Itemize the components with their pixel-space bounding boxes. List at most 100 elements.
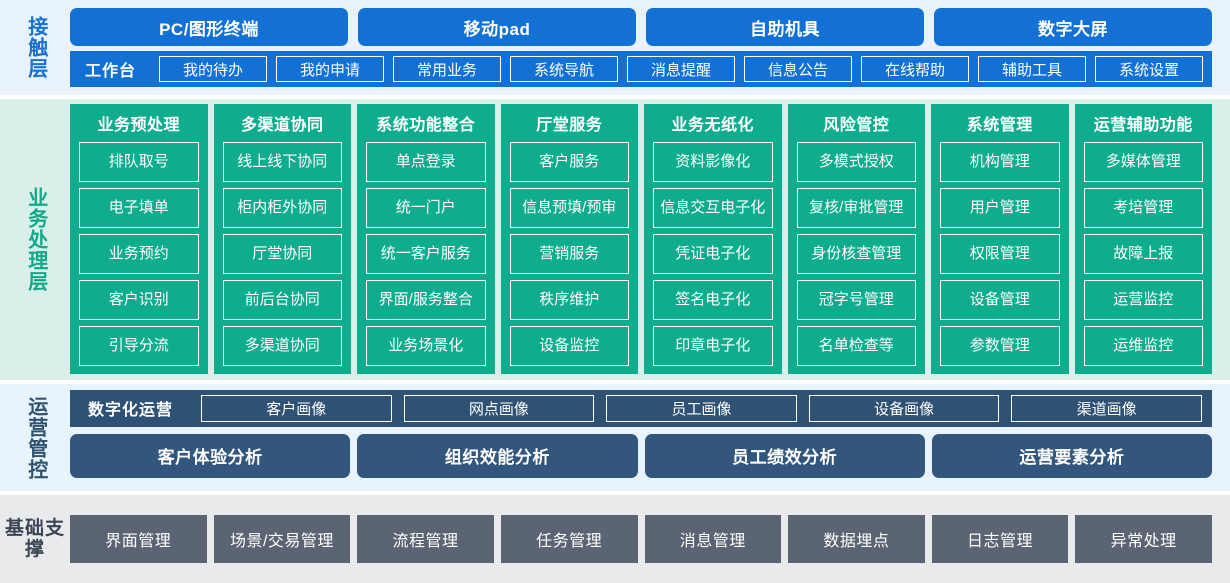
business-column-title: 系统管理 — [966, 116, 1033, 134]
foundation-item-data-tracking[interactable]: 数据埋点 — [788, 515, 925, 564]
business-item-operation-monitoring[interactable]: 运营监控 — [1083, 279, 1203, 320]
business-column-title: 运营辅助功能 — [1093, 116, 1193, 134]
business-column-title: 厅堂服务 — [536, 116, 603, 134]
analysis-row: 客户体验分析 组织效能分析 员工绩效分析 运营要素分析 — [70, 433, 1212, 478]
business-item-multimode-authorization[interactable]: 多模式授权 — [796, 141, 916, 182]
contact-layer-label: 接触层 — [0, 0, 70, 95]
foundation-item-log-management[interactable]: 日志管理 — [931, 515, 1069, 564]
business-column-multichannel: 多渠道协同 线上线下协同 柜内柜外协同 厅堂协同 前后台协同 多渠道协同 — [213, 103, 351, 374]
workbench-item-utilities[interactable]: 辅助工具 — [978, 56, 1087, 83]
business-item-lobby-collab[interactable]: 厅堂协同 — [222, 233, 342, 274]
business-column-lobby-service: 厅堂服务 客户服务 信息预填/预审 营销服务 秩序维护 设备监控 — [500, 103, 638, 374]
foundation-layer-body: 界面管理 场景/交易管理 流程管理 任务管理 消息管理 数据埋点 日志管理 异常… — [70, 495, 1230, 583]
business-column-operation-support: 运营辅助功能 多媒体管理 考培管理 故障上报 运营监控 运维监控 — [1074, 103, 1212, 374]
workbench-item-common-business[interactable]: 常用业务 — [393, 56, 502, 83]
business-column-system-management: 系统管理 机构管理 用户管理 权限管理 设备管理 参数管理 — [931, 103, 1069, 374]
business-item-order-maintenance[interactable]: 秩序维护 — [509, 279, 629, 320]
business-item-serial-number-mgmt[interactable]: 冠字号管理 — [796, 279, 916, 320]
operations-layer-body: 数字化运营 客户画像 网点画像 员工画像 设备画像 渠道画像 客户体验分析 组织… — [70, 384, 1230, 491]
business-column-title: 业务无纸化 — [671, 116, 754, 134]
foundation-item-scenario-transaction[interactable]: 场景/交易管理 — [213, 515, 351, 564]
portrait-item-device[interactable]: 设备画像 — [808, 394, 1000, 422]
business-item-identity-verification[interactable]: 身份核查管理 — [796, 233, 916, 274]
business-item-fault-report[interactable]: 故障上报 — [1083, 233, 1203, 274]
workbench-item-message-alert[interactable]: 消息提醒 — [627, 56, 736, 83]
analysis-button-operation-factors[interactable]: 运营要素分析 — [931, 433, 1212, 478]
foundation-item-task-management[interactable]: 任务管理 — [500, 515, 638, 564]
business-item-pre-fill-review[interactable]: 信息预填/预审 — [509, 187, 629, 228]
business-item-scenario-based[interactable]: 业务场景化 — [366, 325, 486, 366]
foundation-item-ui-management[interactable]: 界面管理 — [70, 515, 207, 564]
foundation-item-message-management[interactable]: 消息管理 — [644, 515, 782, 564]
business-item-single-signon[interactable]: 单点登录 — [366, 141, 486, 182]
business-item-customer-service[interactable]: 客户服务 — [509, 141, 629, 182]
business-item-multichannel-collab[interactable]: 多渠道协同 — [222, 325, 342, 366]
foundation-item-process-management[interactable]: 流程管理 — [357, 515, 494, 564]
business-column-title: 多渠道协同 — [240, 116, 324, 134]
business-item-permission-management[interactable]: 权限管理 — [940, 233, 1060, 274]
workbench-row: 工作台 我的待办 我的申请 常用业务 系统导航 消息提醒 信息公告 在线帮助 辅… — [70, 51, 1212, 87]
portrait-item-branch[interactable]: 网点画像 — [403, 394, 595, 422]
digital-operations-row: 数字化运营 客户画像 网点画像 员工画像 设备画像 渠道画像 — [70, 389, 1212, 427]
analysis-button-org-efficiency[interactable]: 组织效能分析 — [357, 433, 638, 478]
business-item-info-exchange-digital[interactable]: 信息交互电子化 — [653, 187, 773, 228]
business-item-document-imaging[interactable]: 资料影像化 — [653, 141, 773, 182]
channel-button-self-service[interactable]: 自助机具 — [646, 8, 924, 47]
business-item-ui-service-integration[interactable]: 界面/服务整合 — [366, 279, 486, 320]
business-item-voucher-digital[interactable]: 凭证电子化 — [653, 233, 773, 274]
channel-row: PC/图形终端 移动pad 自助机具 数字大屏 — [70, 8, 1212, 47]
foundation-item-exception-handling[interactable]: 异常处理 — [1075, 515, 1212, 564]
foundation-layer-label: 基础支撑 — [0, 495, 70, 583]
workbench-item-announcement[interactable]: 信息公告 — [744, 56, 853, 83]
channel-button-digital-screen[interactable]: 数字大屏 — [934, 8, 1212, 47]
digital-operations-title: 数字化运营 — [88, 402, 174, 420]
workbench-item-system-settings[interactable]: 系统设置 — [1095, 56, 1204, 83]
business-item-e-form[interactable]: 电子填单 — [79, 187, 199, 228]
band-divider-1 — [0, 95, 1230, 99]
portrait-item-customer[interactable]: 客户画像 — [201, 394, 392, 422]
business-item-training-management[interactable]: 考培管理 — [1083, 187, 1203, 228]
business-item-user-management[interactable]: 用户管理 — [940, 187, 1060, 228]
workbench-item-system-navigation[interactable]: 系统导航 — [510, 56, 619, 83]
channel-button-mobile-pad[interactable]: 移动pad — [358, 8, 636, 47]
business-item-seal-digital[interactable]: 印章电子化 — [653, 325, 773, 366]
business-layer-label-text: 业务处理层 — [24, 186, 47, 292]
analysis-button-employee-performance[interactable]: 员工绩效分析 — [644, 433, 925, 478]
business-item-list-check[interactable]: 名单检查等 — [796, 325, 916, 366]
workbench-item-applications[interactable]: 我的申请 — [276, 56, 385, 83]
workbench-item-todo[interactable]: 我的待办 — [159, 56, 268, 83]
business-item-queue-ticket[interactable]: 排队取号 — [79, 141, 199, 182]
business-item-unified-customer-service[interactable]: 统一客户服务 — [366, 233, 486, 274]
business-column-title: 系统功能整合 — [376, 116, 476, 134]
business-item-parameter-management[interactable]: 参数管理 — [940, 325, 1060, 366]
business-layer-label: 业务处理层 — [0, 98, 70, 380]
band-divider-2 — [0, 380, 1230, 384]
business-item-counter-inout[interactable]: 柜内柜外协同 — [222, 187, 342, 228]
workbench-item-online-help[interactable]: 在线帮助 — [861, 56, 970, 83]
business-item-appointment[interactable]: 业务预约 — [79, 233, 199, 274]
workbench-title: 工作台 — [85, 63, 137, 81]
business-item-device-monitoring[interactable]: 设备监控 — [509, 325, 629, 366]
business-item-unified-portal[interactable]: 统一门户 — [366, 187, 486, 228]
business-column-preprocessing: 业务预处理 排队取号 电子填单 业务预约 客户识别 引导分流 — [70, 103, 208, 374]
contact-layer-label-text: 接触层 — [24, 16, 47, 79]
band-divider-3 — [0, 491, 1230, 496]
business-item-online-offline[interactable]: 线上线下协同 — [222, 141, 342, 182]
business-item-maintenance-monitoring[interactable]: 运维监控 — [1083, 325, 1203, 366]
portrait-item-employee[interactable]: 员工画像 — [606, 394, 797, 422]
foundation-row: 界面管理 场景/交易管理 流程管理 任务管理 消息管理 数据埋点 日志管理 异常… — [70, 515, 1212, 564]
analysis-button-customer-experience[interactable]: 客户体验分析 — [70, 433, 351, 478]
business-item-front-back-collab[interactable]: 前后台协同 — [222, 279, 342, 320]
portrait-item-channel[interactable]: 渠道画像 — [1011, 394, 1202, 422]
business-item-device-management[interactable]: 设备管理 — [940, 279, 1060, 320]
business-item-signature-digital[interactable]: 签名电子化 — [653, 279, 773, 320]
business-item-customer-identify[interactable]: 客户识别 — [79, 279, 199, 320]
business-item-review-approval[interactable]: 复核/审批管理 — [796, 187, 916, 228]
business-item-guidance-diversion[interactable]: 引导分流 — [79, 325, 199, 366]
business-layer: 业务处理层 业务预处理 排队取号 电子填单 业务预约 客户识别 引导分流 多渠道… — [0, 98, 1230, 380]
business-item-multimedia-management[interactable]: 多媒体管理 — [1083, 141, 1203, 182]
channel-button-pc[interactable]: PC/图形终端 — [70, 8, 348, 47]
business-item-org-management[interactable]: 机构管理 — [940, 141, 1060, 182]
business-item-marketing-service[interactable]: 营销服务 — [509, 233, 629, 274]
